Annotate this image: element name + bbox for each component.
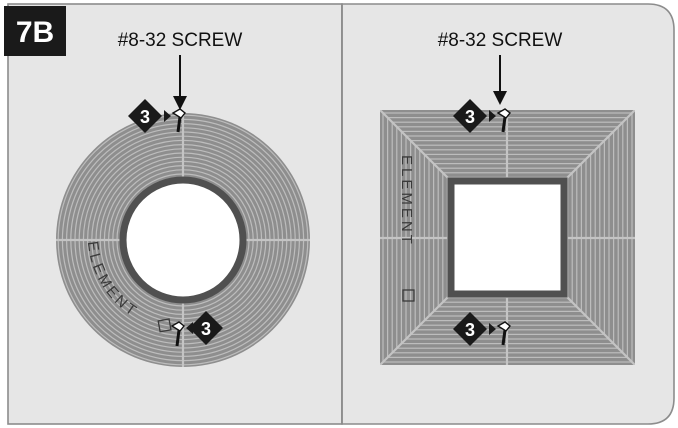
screw-shaft <box>176 116 182 133</box>
brand-logo-right <box>402 289 415 302</box>
brand-wordmark-right: ELEMENT <box>398 155 415 247</box>
round-fixture-panel: #8-32 SCREW ELEMENT 3 3 <box>56 30 310 367</box>
badge-pointer-top-left <box>164 110 171 122</box>
step-badge-diamond-bottom-right <box>453 312 487 346</box>
screw-callout-arrowhead-left <box>173 96 187 110</box>
screw-icon <box>496 321 511 332</box>
badge-pointer-top-right <box>489 110 496 122</box>
step-badge-number-top-right: 3 <box>465 107 475 127</box>
step-label: 7B <box>16 16 54 49</box>
screw-icon <box>170 321 185 332</box>
square-frame-inner-trim <box>447 177 568 298</box>
screw-callout-label-left: #8-32 SCREW <box>118 30 243 51</box>
screw-top-right: 3 <box>453 99 511 133</box>
screw-bottom-left: 3 <box>170 311 223 347</box>
step-badge-diamond-top-left <box>128 99 162 133</box>
screw-icon <box>496 108 511 119</box>
step-badge-number-bottom-right: 3 <box>465 320 475 340</box>
screw-shaft <box>501 329 507 346</box>
badge-pointer-bottom-right <box>489 323 496 335</box>
step-badge-number-bottom-left: 3 <box>201 319 211 339</box>
step-label-badge: 7B <box>4 6 66 56</box>
screw-callout-arrowhead-right <box>493 91 507 105</box>
screw-callout-label-right: #8-32 SCREW <box>438 30 563 51</box>
screw-top-left: 3 <box>128 99 186 133</box>
step-badge-number-top-left: 3 <box>140 107 150 127</box>
round-ring-inner-trim <box>119 176 247 304</box>
screw-bottom-right: 3 <box>453 312 511 346</box>
square-fixture-panel: #8-32 SCREW ELEMENT 3 3 <box>380 30 635 365</box>
screw-shaft <box>501 116 507 133</box>
screw-shaft <box>175 329 181 347</box>
step-badge-diamond-top-right <box>453 99 487 133</box>
step-badge-diamond-bottom-left <box>189 311 223 345</box>
screw-icon <box>171 108 186 119</box>
brand-logo-left <box>157 318 172 333</box>
